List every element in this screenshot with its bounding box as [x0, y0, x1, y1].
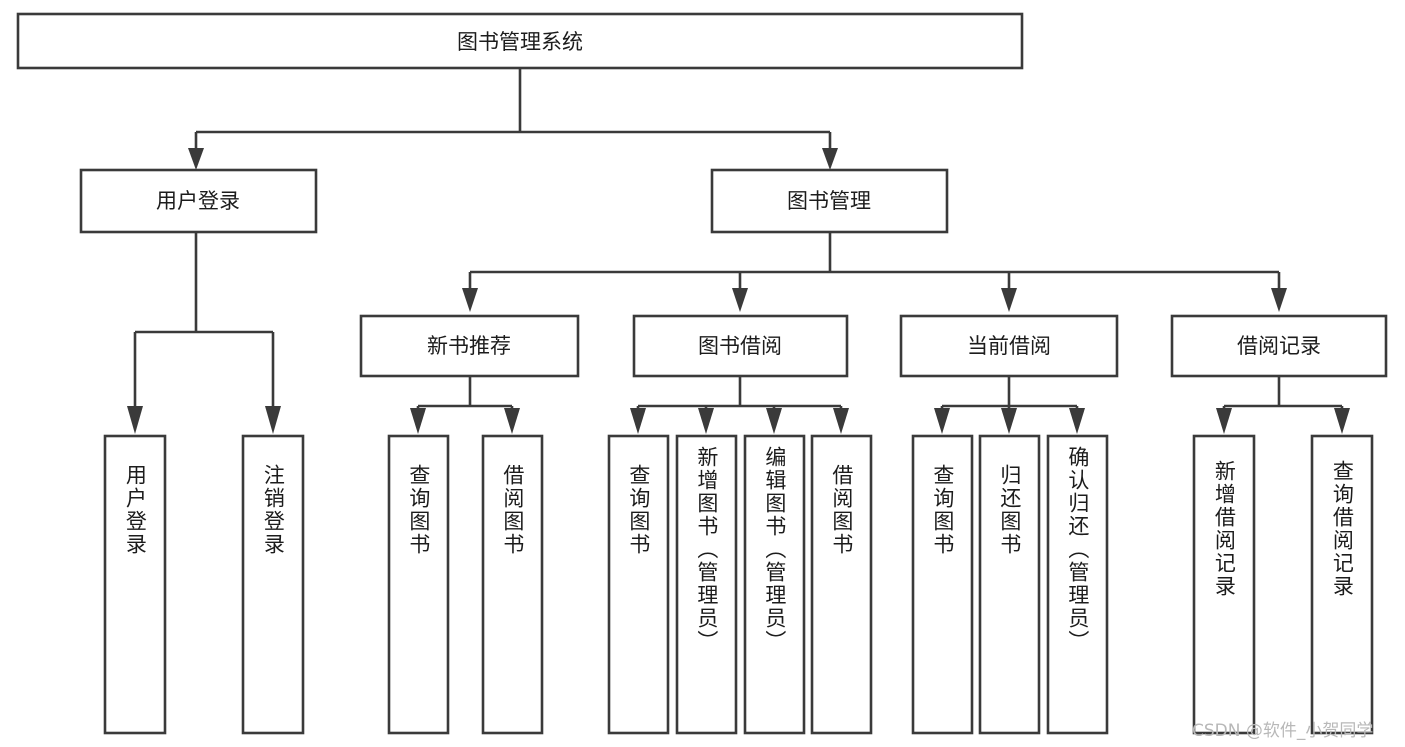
- node-leaf-borrow-book-2-label: 借阅图书: [829, 464, 854, 556]
- node-leaf-query-record-label: 查询借阅记录: [1330, 460, 1355, 598]
- node-user-login[interactable]: 用户登录: [79, 168, 318, 234]
- node-current-borrow-label: 当前借阅: [967, 334, 1051, 358]
- arrow-head-new-book-recommend: [462, 288, 478, 312]
- node-new-book-recommend-box[interactable]: [359, 314, 580, 378]
- arrow-head-leaf-query-book-1: [410, 408, 426, 434]
- node-root[interactable]: 图书管理系统: [16, 12, 1024, 70]
- arrow-head-leaf-query-record: [1334, 408, 1350, 434]
- node-leaf-user-login-label: 用户登录: [123, 464, 148, 556]
- node-leaf-borrow-book-1-label: 借阅图书: [500, 464, 525, 556]
- node-borrow-record[interactable]: 借阅记录: [1170, 314, 1388, 378]
- node-leaf-query-book-2-box[interactable]: [607, 434, 670, 735]
- node-borrow-record-label: 借阅记录: [1237, 334, 1321, 358]
- node-leaf-query-book-1-box[interactable]: [387, 434, 450, 735]
- arrow-head-book-management: [822, 148, 838, 170]
- node-leaf-query-book-3-label: 查询图书: [930, 464, 955, 556]
- node-leaf-return-book-box[interactable]: [978, 434, 1041, 735]
- node-leaf-add-record-box[interactable]: [1192, 434, 1256, 735]
- node-current-borrow-box[interactable]: [899, 314, 1119, 378]
- node-root-box[interactable]: [16, 12, 1024, 70]
- node-leaf-user-login-box[interactable]: [103, 434, 167, 735]
- node-leaf-edit-book-box[interactable]: [743, 434, 806, 735]
- node-book-borrow-label: 图书借阅: [698, 334, 782, 358]
- node-user-login-box[interactable]: [79, 168, 318, 234]
- node-leaf-confirm-return-label: 确认归还（管理员）: [1065, 446, 1090, 653]
- arrow-head-book-borrow: [732, 288, 748, 312]
- node-current-borrow[interactable]: 当前借阅: [899, 314, 1119, 378]
- node-book-borrow-box[interactable]: [632, 314, 849, 378]
- arrow-head-leaf-user-logout: [265, 406, 281, 434]
- arrow-head-leaf-add-record: [1216, 408, 1232, 434]
- arrow-head-leaf-edit-book: [766, 408, 782, 434]
- node-leaf-edit-book-label: 编辑图书（管理员）: [762, 446, 787, 653]
- node-leaf-query-book-3-box[interactable]: [911, 434, 974, 735]
- arrow-head-leaf-user-login: [127, 406, 143, 434]
- node-leaf-user-logout-label: 注销登录: [261, 464, 286, 556]
- arrow-head-leaf-borrow-book-2: [833, 408, 849, 434]
- arrow-head-leaf-query-book-2: [630, 408, 646, 434]
- node-leaf-user-logout-box[interactable]: [241, 434, 305, 735]
- node-new-book-recommend[interactable]: 新书推荐: [359, 314, 580, 378]
- node-leaf-confirm-return-box[interactable]: [1046, 434, 1109, 735]
- node-leaf-query-book-2-label: 查询图书: [626, 464, 651, 556]
- node-new-book-recommend-label: 新书推荐: [427, 334, 511, 358]
- node-root-label: 图书管理系统: [457, 30, 583, 54]
- node-user-login-label: 用户登录: [156, 189, 240, 213]
- node-leaf-add-book-box[interactable]: [675, 434, 738, 735]
- arrow-head-leaf-return-book: [1001, 408, 1017, 434]
- csdn-watermark: CSDN @软件_小贺同学: [1192, 721, 1374, 741]
- node-leaf-return-book-label: 归还图书: [997, 464, 1022, 556]
- node-leaf-query-record-box[interactable]: [1310, 434, 1374, 735]
- arrow-head-leaf-confirm-return: [1069, 408, 1085, 434]
- arrow-head-user-login: [188, 148, 204, 170]
- node-book-management-box[interactable]: [710, 168, 949, 234]
- node-borrow-record-box[interactable]: [1170, 314, 1388, 378]
- arrow-head-leaf-query-book-3: [934, 408, 950, 434]
- node-leaf-borrow-book-1-box[interactable]: [481, 434, 544, 735]
- arrow-head-current-borrow: [1001, 288, 1017, 312]
- node-leaf-borrow-book-2-box[interactable]: [810, 434, 873, 735]
- node-leaf-add-record-label: 新增借阅记录: [1212, 460, 1237, 598]
- node-book-management[interactable]: 图书管理: [710, 168, 949, 234]
- node-book-management-label: 图书管理: [787, 189, 871, 213]
- arrow-head-leaf-add-book: [698, 408, 714, 434]
- leaf-boxes-layer: [103, 434, 1374, 735]
- arrow-head-borrow-record: [1271, 288, 1287, 312]
- node-leaf-add-book-label: 新增图书（管理员）: [694, 446, 719, 653]
- node-book-borrow[interactable]: 图书借阅: [632, 314, 849, 378]
- connector-layer: [127, 68, 1350, 434]
- node-leaf-query-book-1-label: 查询图书: [406, 464, 431, 556]
- arrow-head-leaf-borrow-book-1: [504, 408, 520, 434]
